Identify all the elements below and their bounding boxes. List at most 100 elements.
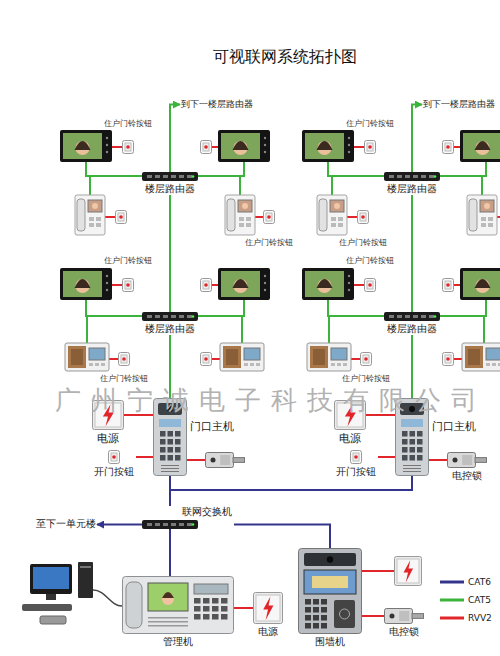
button-dot	[368, 283, 372, 287]
monitor-body	[218, 130, 270, 162]
floor-router: 楼层路由器	[142, 312, 198, 335]
manager-speaker	[148, 621, 188, 623]
unit-key	[256, 363, 260, 366]
panel-key	[402, 431, 408, 437]
monitor-key	[348, 137, 350, 139]
cable-connector	[97, 524, 142, 526]
node-text: 到下一楼层路由器	[180, 98, 254, 111]
wall-key	[313, 599, 319, 605]
monitor-key	[106, 151, 108, 153]
electric-lock: 电控锁	[384, 608, 424, 638]
monitor-body	[218, 268, 270, 300]
destination-label: 到下一楼层路由器	[422, 98, 496, 111]
button-plate	[351, 451, 362, 464]
router-led	[192, 315, 195, 318]
door-picture	[310, 346, 328, 368]
unit-key	[239, 223, 244, 227]
unit-key	[331, 363, 335, 366]
cat5-wire	[198, 162, 244, 176]
manager-key	[221, 606, 228, 612]
power-box	[395, 557, 422, 586]
button-plate	[109, 451, 120, 464]
monitor-face	[475, 141, 489, 155]
device-icon	[384, 172, 440, 181]
button-plate	[365, 141, 376, 154]
pc-screen	[33, 567, 69, 589]
wall-key	[321, 599, 327, 605]
unit-key	[96, 223, 101, 227]
lock-body	[448, 453, 476, 468]
unit-key	[246, 217, 251, 221]
button-face	[367, 143, 373, 151]
electric-lock: 电控锁	[447, 452, 487, 482]
doorbell-label: 住户门铃按钮	[346, 256, 394, 266]
panel-key	[410, 447, 416, 453]
manager-display	[194, 584, 228, 594]
rvv-wire	[109, 358, 118, 360]
panel-key	[410, 431, 416, 437]
button-dot	[354, 455, 358, 459]
manager-key	[194, 614, 201, 620]
unit-key	[89, 363, 93, 366]
panel-key	[168, 431, 174, 437]
unit-body	[462, 343, 500, 371]
manager-key	[203, 598, 210, 604]
button-plate	[361, 353, 372, 366]
router-led	[434, 175, 437, 178]
router-port	[413, 315, 418, 318]
panel-key	[168, 455, 174, 461]
panel-key	[410, 455, 416, 461]
monitor-body	[60, 268, 112, 300]
button-face	[203, 143, 209, 151]
monitor-key	[106, 289, 108, 291]
wall-key	[305, 615, 311, 621]
pc-drive	[80, 566, 91, 568]
node-text: 电源	[253, 626, 283, 638]
lock-plate	[462, 455, 472, 465]
device-icon	[298, 548, 362, 634]
label-holder: 住户门铃按钮	[346, 256, 394, 266]
panel-speaker	[161, 468, 179, 469]
node-text: 电控锁	[384, 626, 424, 638]
button-face	[367, 281, 373, 289]
button-dot	[126, 283, 130, 287]
unit-screen	[480, 200, 494, 212]
monitor-face	[233, 141, 247, 155]
wall-key	[305, 599, 311, 605]
rvv-wire	[112, 146, 122, 148]
router-body	[384, 312, 440, 321]
button-dot	[364, 357, 368, 361]
button-dot	[446, 283, 450, 287]
monitor-face	[317, 279, 331, 293]
monitor-hair	[475, 141, 491, 150]
cat5-wire	[86, 300, 142, 316]
manager-key	[212, 606, 219, 612]
monitor-key	[348, 275, 350, 277]
monitor-face	[233, 279, 247, 293]
panel-key	[168, 439, 174, 445]
network-switch: 联网交换机	[142, 506, 234, 529]
rvv-wire	[454, 358, 462, 360]
doorbell-label: 住户门铃按钮	[342, 374, 390, 384]
monitor-face	[75, 141, 89, 155]
manager-key	[212, 598, 219, 604]
device-icon	[253, 592, 283, 624]
device-icon	[142, 520, 198, 529]
monitor-key	[106, 137, 108, 139]
wall-key	[313, 607, 319, 613]
pc-stand	[46, 594, 56, 600]
monitor-screen	[305, 271, 344, 297]
router-port	[429, 315, 434, 318]
legend-text: CAT5	[468, 594, 491, 606]
unit-key	[481, 223, 486, 227]
unit-key	[331, 223, 336, 227]
button-dot	[204, 145, 208, 149]
door-panel	[226, 349, 238, 365]
floor-group	[302, 130, 500, 371]
rvv-wire	[454, 146, 460, 148]
cable-connector	[366, 414, 395, 416]
label-holder: 住户门铃按钮	[104, 256, 152, 266]
button-plate	[201, 141, 212, 154]
monitor-key	[264, 151, 266, 153]
doorbell-label: 住户门铃按钮	[339, 238, 387, 248]
